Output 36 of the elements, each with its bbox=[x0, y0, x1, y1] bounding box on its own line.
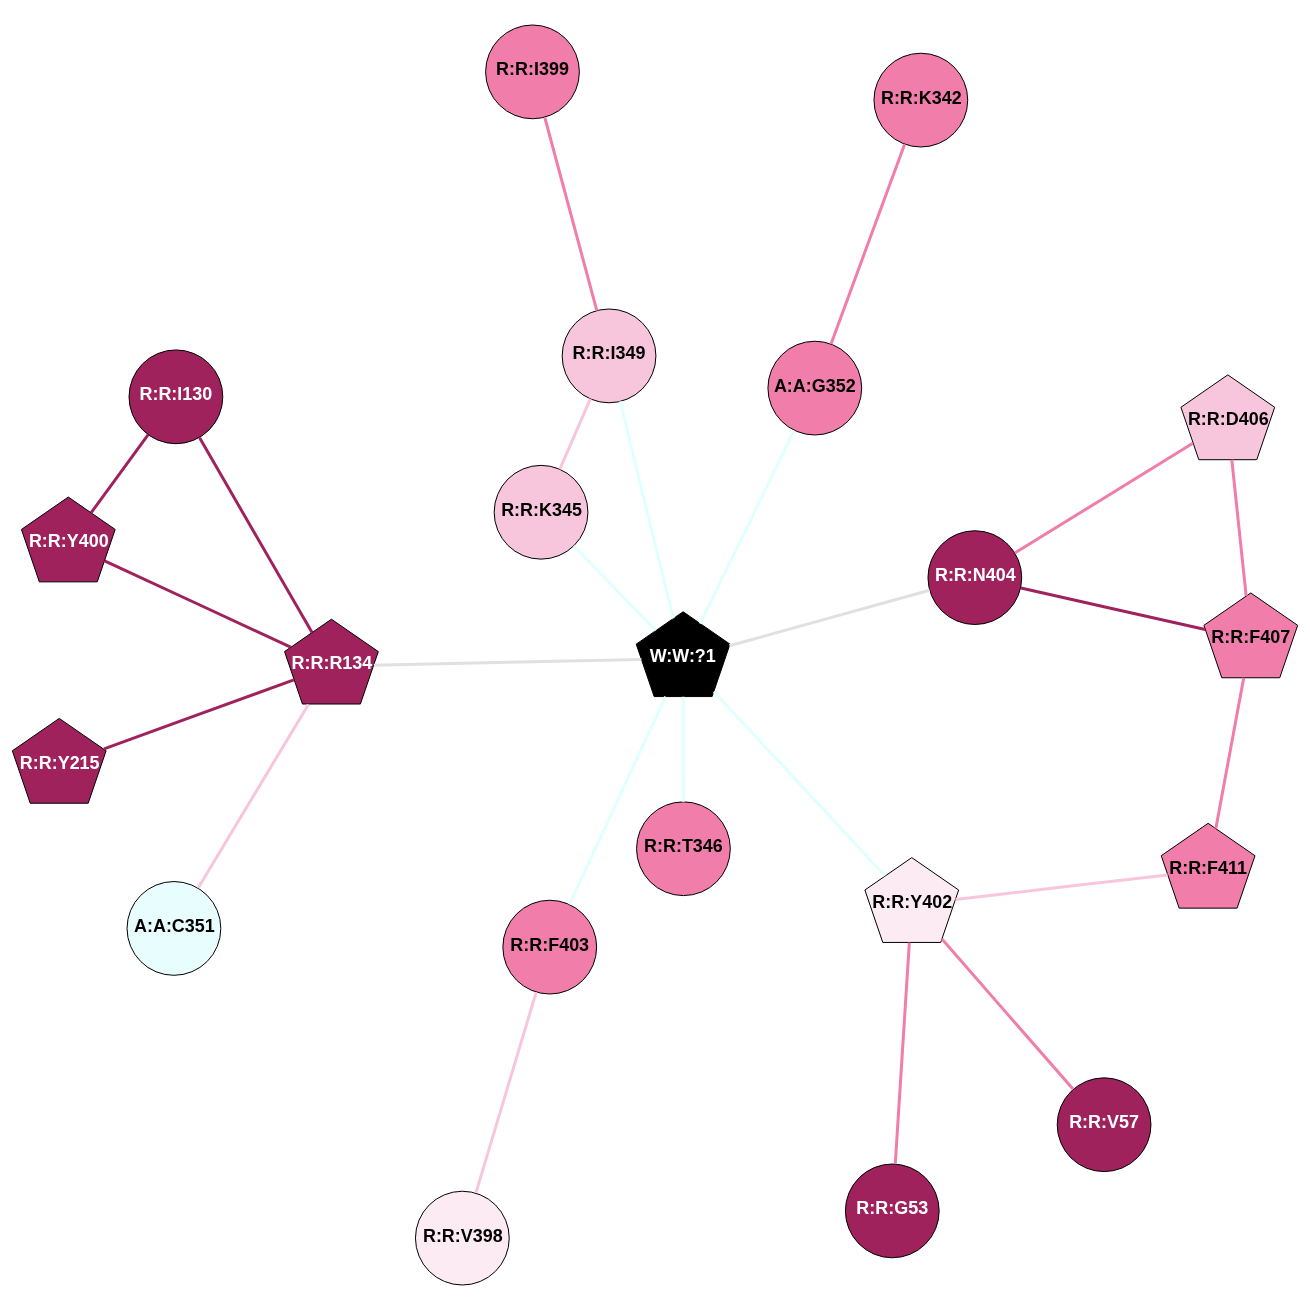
node-circle: R:R:T346 bbox=[636, 801, 731, 897]
connector bbox=[543, 117, 599, 311]
connector bbox=[1214, 677, 1246, 829]
node-circle: R:R:K345 bbox=[493, 464, 589, 560]
node-circle: R:R:I349 bbox=[561, 308, 657, 404]
connector bbox=[198, 437, 314, 634]
connector bbox=[474, 991, 538, 1194]
connector bbox=[1230, 459, 1248, 597]
connector bbox=[572, 545, 657, 632]
node-circle: A:A:C351 bbox=[126, 881, 222, 976]
connector bbox=[940, 938, 1075, 1091]
connector bbox=[893, 942, 911, 1165]
connector bbox=[373, 658, 642, 667]
connector bbox=[712, 690, 887, 877]
connector bbox=[955, 873, 1168, 901]
node-circle: R:R:N404 bbox=[927, 530, 1023, 625]
node-circle: R:R:V57 bbox=[1056, 1077, 1152, 1173]
node-circle: R:R:K342 bbox=[873, 52, 969, 148]
connector bbox=[196, 703, 310, 889]
connector bbox=[103, 678, 295, 751]
node-circle: R:R:I130 bbox=[128, 349, 224, 445]
node-circle: R:R:F403 bbox=[502, 899, 598, 995]
connector bbox=[90, 433, 150, 514]
connector bbox=[1014, 442, 1194, 555]
connector bbox=[1020, 586, 1206, 631]
connector bbox=[729, 588, 930, 648]
node-circle: R:R:I399 bbox=[485, 24, 580, 120]
connector bbox=[618, 401, 675, 619]
connector bbox=[558, 398, 592, 470]
node-circle: A:A:G352 bbox=[767, 340, 863, 436]
connector bbox=[698, 430, 796, 625]
node-circle: R:R:V398 bbox=[414, 1190, 510, 1286]
connector bbox=[103, 559, 292, 649]
node-circle: R:R:G53 bbox=[844, 1163, 940, 1259]
connector bbox=[829, 143, 907, 345]
connector bbox=[568, 696, 667, 905]
